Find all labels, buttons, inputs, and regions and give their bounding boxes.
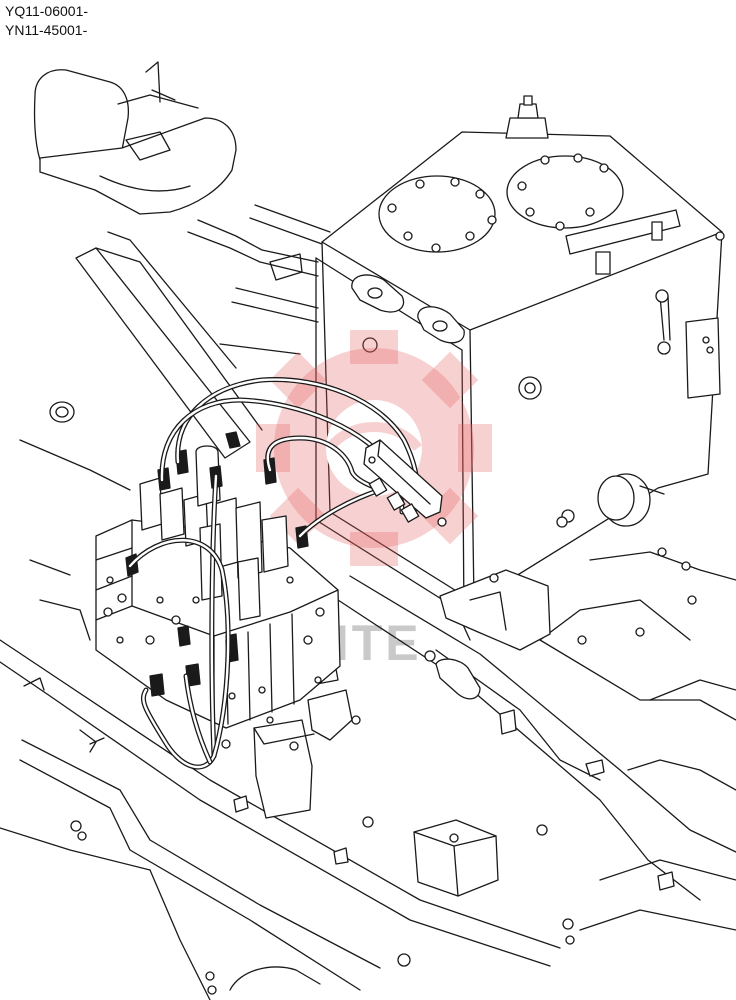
upper-frame [107, 204, 331, 369]
cover-bolts [387, 153, 609, 253]
pilot-hoses [127, 377, 420, 770]
boom-arm [75, 247, 263, 459]
control-valve-assembly [95, 431, 341, 729]
serial-number-2: YN11-45001- [5, 22, 88, 38]
serial-number-block: YQ11-06001- YN11-45001- [5, 2, 88, 40]
valve-ports [103, 576, 325, 724]
lower-frame [0, 401, 736, 1000]
pilot-manifold-block [363, 439, 447, 527]
operator-seat [33, 61, 237, 215]
serial-number-1: YQ11-06001- [5, 3, 89, 19]
